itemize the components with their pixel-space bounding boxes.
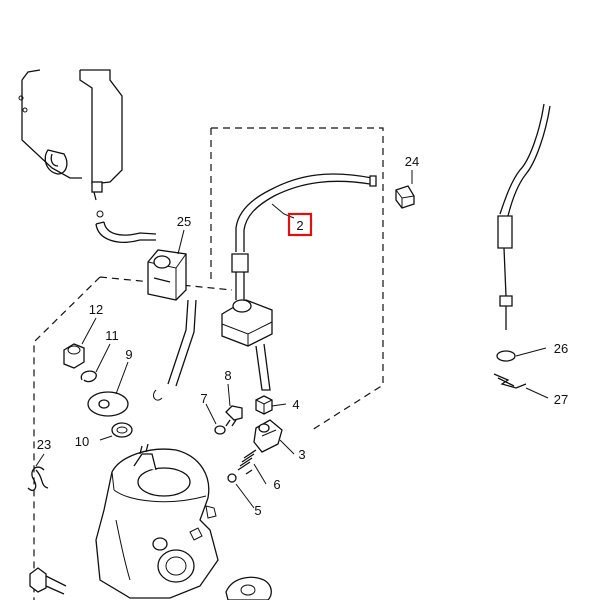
part-8-bolt — [225, 405, 243, 427]
label-25: 25 — [177, 214, 191, 229]
label-26: 26 — [554, 341, 568, 356]
part-6-spring — [237, 449, 257, 475]
label-9: 9 — [125, 347, 132, 362]
label-5: 5 — [254, 503, 261, 518]
label-8: 8 — [224, 368, 231, 383]
leader-lines — [35, 170, 549, 509]
label-27: 27 — [554, 392, 568, 407]
part-10-oring — [111, 422, 133, 438]
part-9-washer — [87, 391, 129, 417]
part-23-clip — [27, 466, 49, 492]
hose-small — [95, 210, 157, 243]
label-11: 11 — [105, 328, 119, 343]
oil-tank — [18, 69, 123, 201]
label-24: 24 — [405, 154, 419, 169]
label-10: 10 — [75, 434, 89, 449]
hose-clip — [153, 389, 163, 401]
part-5-ball — [227, 473, 237, 483]
part-25-grommet — [147, 249, 187, 301]
part-7-washer — [214, 425, 226, 435]
part-11-lockwasher — [80, 370, 97, 383]
label-2: 2 — [296, 218, 303, 233]
oil-pump-body — [95, 443, 219, 599]
assembly-boundary-right — [210, 127, 384, 431]
label-3: 3 — [298, 447, 305, 462]
part-12-nut — [63, 343, 85, 369]
part-27-clip — [493, 373, 527, 389]
gasket-hole — [240, 584, 256, 596]
bottom-bolt — [29, 567, 67, 595]
part-26-washer — [496, 350, 516, 362]
bottom-gasket — [225, 576, 272, 601]
part-24-cap — [395, 185, 415, 209]
hose-lower — [167, 299, 197, 387]
highlight-box-part-2 — [287, 212, 313, 237]
label-4: 4 — [292, 397, 299, 412]
part-3-fitting — [253, 419, 283, 453]
label-23: 23 — [37, 437, 51, 452]
part-2-oil-pipe — [231, 173, 377, 300]
part-4-cap — [255, 395, 273, 415]
label-12: 12 — [89, 302, 103, 317]
throttle-cable — [497, 103, 551, 330]
label-7: 7 — [200, 391, 207, 406]
pipe-grommet — [221, 299, 273, 391]
label-6: 6 — [273, 477, 280, 492]
